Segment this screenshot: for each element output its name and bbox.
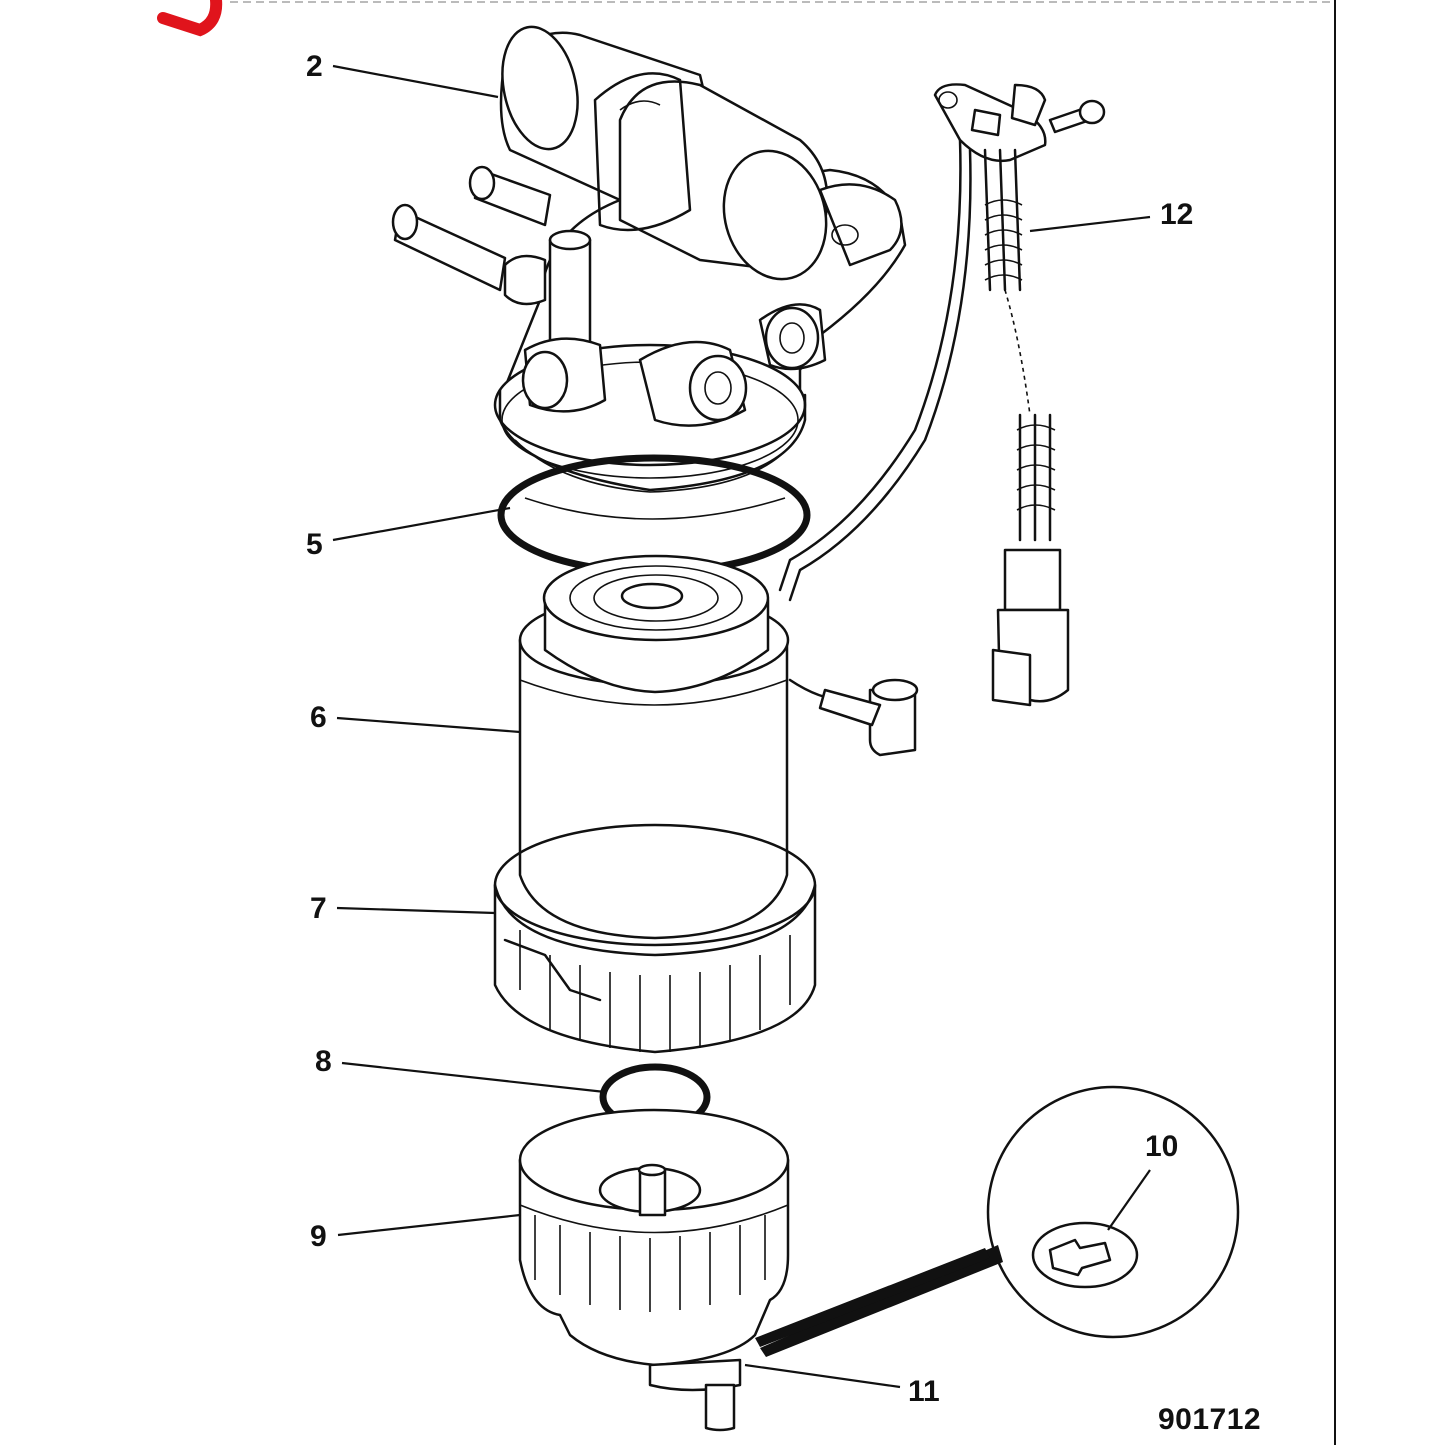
callout-12: 12 [1160,198,1194,231]
callout-7: 7 [310,892,327,925]
filter-bowl [518,1108,790,1432]
callout-5: 5 [306,528,323,561]
callout-8: 8 [315,1045,332,1078]
callout-6: 6 [310,701,327,734]
retaining-collar [493,823,817,1054]
detail-circle-10 [755,1085,1240,1357]
callout-2: 2 [306,50,323,83]
leader-lines [332,64,1151,1389]
filter-element [518,554,790,940]
callout-11: 11 [908,1375,940,1408]
water-sensor-harness [778,83,1106,757]
reference-number: 901712 [1158,1403,1262,1436]
callout-9: 9 [310,1220,327,1253]
callout-10: 10 [1145,1130,1179,1163]
filter-head-assembly [391,25,907,493]
red-corner-mark [157,0,223,37]
